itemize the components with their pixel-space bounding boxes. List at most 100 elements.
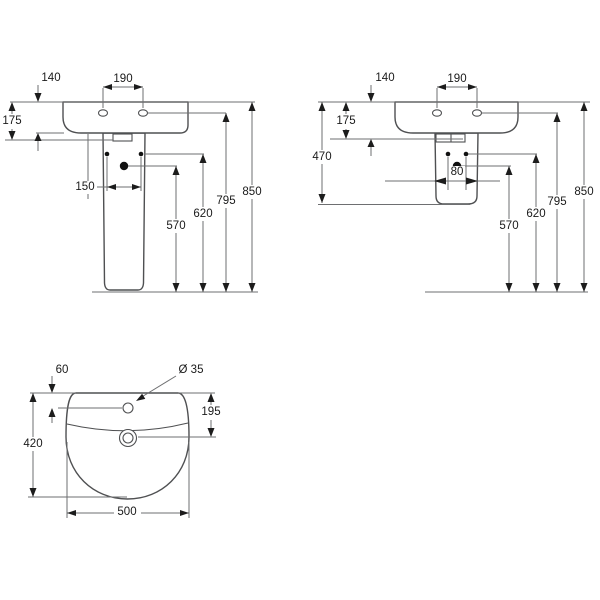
arrowhead-up <box>8 102 16 111</box>
dim-label: 470 <box>312 151 331 163</box>
label-bg <box>449 166 465 178</box>
arrowhead-down <box>318 194 326 203</box>
arrowhead-up <box>199 154 207 163</box>
dim-label: 795 <box>216 195 235 207</box>
dim-fixing-drop-140: 140 <box>34 72 61 151</box>
dim-label: 420 <box>23 438 42 450</box>
fixing-bolt-dot <box>445 151 451 157</box>
basin-outline <box>62 101 189 134</box>
dim-bolt-spacing-150: 150 <box>72 181 141 194</box>
label-bg <box>213 194 239 208</box>
drain-inner-ring <box>122 432 134 444</box>
dim-label: 175 <box>336 115 355 127</box>
front-view-full-pedestal: 190 140 175 <box>0 72 265 293</box>
label-bg <box>198 406 224 419</box>
arrowhead-right <box>132 184 141 190</box>
overflow-detail <box>112 133 133 142</box>
dim-label: 620 <box>526 208 545 220</box>
label-bg <box>571 185 597 199</box>
dim-ledge-height-795: 795 <box>213 113 239 292</box>
arrowhead-down <box>505 283 513 292</box>
fixing-hole <box>431 109 443 117</box>
dim-semi-pedestal-drop-470: 470 <box>309 102 335 203</box>
label-bg <box>334 115 359 128</box>
arrowhead-down <box>29 488 37 497</box>
dim-rim-height-850: 850 <box>571 102 597 292</box>
arrowhead-up <box>34 133 42 141</box>
arrowhead-up <box>532 154 540 163</box>
dim-trap-height-570: 570 <box>163 166 189 292</box>
label-bg <box>496 219 522 233</box>
label-bg <box>190 207 216 221</box>
fixing-hole <box>97 109 109 117</box>
leader-line <box>139 375 177 399</box>
dim-fixing-drop-140: 140 <box>367 72 395 156</box>
dim-label: 190 <box>447 73 466 85</box>
dim-label: 570 <box>499 220 518 232</box>
arrowhead-up <box>342 102 350 111</box>
arrowhead-down <box>199 283 207 292</box>
dim-bolt-spacing-80: 80 <box>385 166 500 185</box>
label-bg <box>114 506 141 520</box>
dim-depth-420: 420 <box>20 393 46 497</box>
dim-label: 850 <box>242 186 261 198</box>
arrowhead-right <box>466 177 478 185</box>
trap-outlet-dot <box>119 161 129 171</box>
label-bg <box>523 207 549 221</box>
dim-hole-spacing-190: 190 <box>102 73 144 108</box>
arrowhead-right <box>468 84 477 90</box>
dim-taphole-offset-60: 60 <box>48 364 69 423</box>
dim-label: 570 <box>166 220 185 232</box>
dim-label: 60 <box>56 364 69 376</box>
arrowhead-down <box>172 283 180 292</box>
dim-label: 190 <box>113 73 132 85</box>
plan-view: 60 Ø 35 195 420 <box>20 364 224 520</box>
arrowhead-up <box>553 113 561 122</box>
arrowhead-up <box>222 113 230 122</box>
arrowhead-down <box>34 93 42 102</box>
arrowhead-up <box>580 102 588 111</box>
fixing-bolt-dot <box>138 151 144 157</box>
label-bg <box>163 219 189 233</box>
dim-label: 850 <box>574 186 593 198</box>
dim-bolt-height-620: 620 <box>190 154 216 292</box>
dim-label: 795 <box>547 196 566 208</box>
arrowhead-left <box>67 510 76 516</box>
dim-basin-height-175: 175 <box>334 102 359 139</box>
arrowhead-down <box>8 131 16 140</box>
taphole <box>122 402 134 414</box>
label-bg <box>309 150 335 164</box>
callout-taphole-diameter: Ø 35 <box>136 364 203 401</box>
dim-trap-height-570: 570 <box>496 166 522 292</box>
arrowhead-up <box>505 166 513 175</box>
arrowhead-up <box>48 408 56 417</box>
arrowhead-up <box>207 393 215 402</box>
leader-arrowhead <box>136 393 146 401</box>
dim-basin-height-175: 175 <box>0 102 25 140</box>
arrowhead-down <box>553 283 561 292</box>
arrowhead-down <box>207 428 215 437</box>
dim-label: 195 <box>201 406 220 418</box>
dim-rim-height-850: 850 <box>239 102 265 292</box>
arrowhead-right <box>134 84 143 90</box>
arrowhead-up <box>367 139 375 147</box>
label-bg <box>20 437 46 451</box>
front-view-semi-pedestal: 190 140 175 470 <box>309 72 597 293</box>
label-bg <box>544 195 570 209</box>
dim-bolt-height-620: 620 <box>523 154 549 292</box>
arrowhead-up <box>172 166 180 175</box>
dim-label: 175 <box>2 115 21 127</box>
arrowhead-down <box>48 384 56 393</box>
arrowhead-left <box>103 84 112 90</box>
arrowhead-left <box>434 177 446 185</box>
dim-hole-spacing-190: 190 <box>436 73 478 108</box>
pedestal-outline <box>102 132 146 291</box>
dim-width-500: 500 <box>66 442 190 520</box>
dim-drain-offset-195: 195 <box>198 393 224 437</box>
dim-label: 620 <box>193 208 212 220</box>
arrowhead-down <box>222 283 230 292</box>
arrowhead-down <box>342 130 350 139</box>
dim-label: 80 <box>451 166 464 178</box>
